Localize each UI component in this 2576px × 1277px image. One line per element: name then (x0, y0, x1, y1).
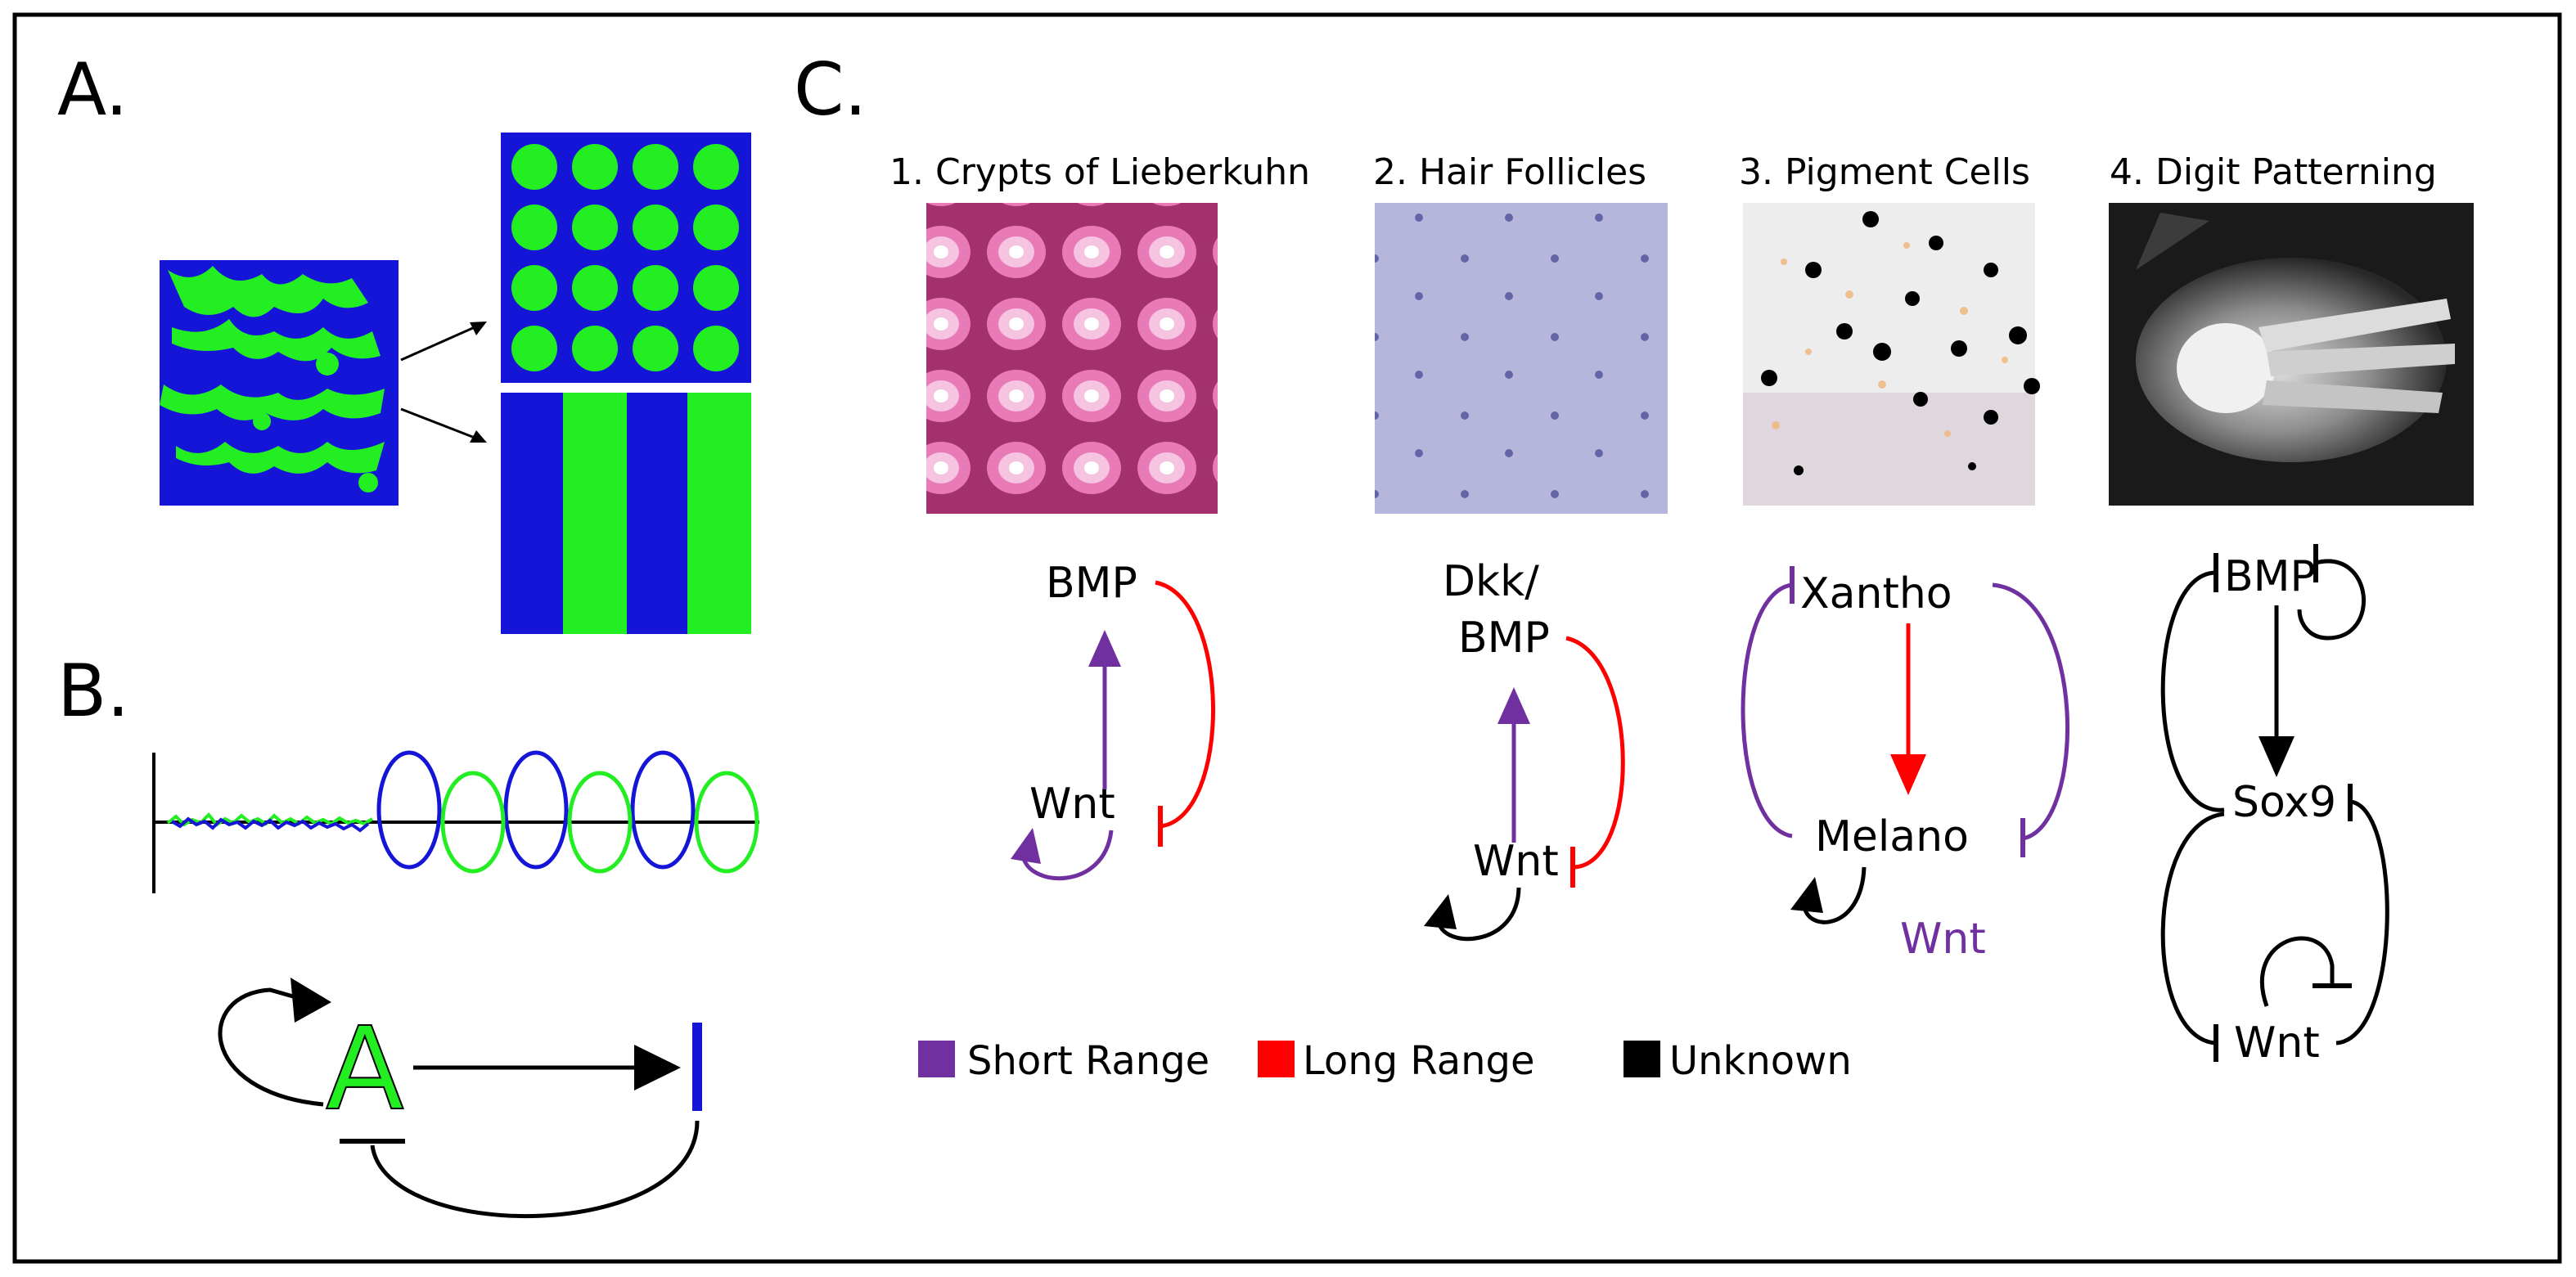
hair-bmp-inhibits-wnt (1565, 636, 1625, 870)
pigment-self-loop-head (1790, 877, 1823, 913)
pigment-melano-node: Melano (1815, 812, 1969, 861)
hair-wnt-to-bmp-head (1497, 687, 1530, 724)
panel-a: A. (57, 47, 751, 634)
legend-swatch-short-range (918, 1041, 955, 1077)
spots-pattern-image (501, 133, 751, 383)
legend-swatch-unknown (1624, 1041, 1660, 1077)
title-hair-follicles: 2. Hair Follicles (1373, 151, 1646, 193)
activator-inhibitor-network: A (218, 978, 702, 1219)
arrow-to-spots (400, 326, 475, 362)
panel-c-label: C. (794, 47, 867, 132)
crypts-wnt-node: Wnt (1029, 780, 1115, 829)
digit-patterning-image (2109, 203, 2474, 506)
crypts-wnt-self-loop (1020, 830, 1114, 881)
crypts-bmp-inhibits-wnt (1155, 580, 1215, 829)
title-pigment-cells: 3. Pigment Cells (1739, 151, 2030, 193)
crypts-wnt-to-bmp-head (1088, 630, 1121, 667)
panel-b-label: B. (57, 649, 129, 733)
activator-self-loop (218, 987, 324, 1107)
digit-bmp-self-loop (2297, 559, 2367, 641)
activation-arrow-head (634, 1045, 681, 1090)
panel-b: B. A (57, 649, 759, 1219)
digit-sox9-inhibits-bmp (2160, 570, 2225, 812)
pigment-cells-image (1743, 203, 2040, 506)
network-hair-follicles: Dkk/ BMP Wnt (1424, 557, 1625, 942)
oscillation-plot (152, 750, 759, 893)
pigment-left-inhibition (1741, 582, 1793, 839)
digit-wnt-self-loop (2259, 936, 2335, 1007)
noisy-pattern-image (160, 260, 399, 506)
pigment-melano-self-loop (1802, 866, 1867, 924)
hair-bmp-node: BMP (1458, 614, 1550, 663)
inhibitor-label (692, 1023, 702, 1111)
pigment-right-inhibition (1992, 582, 2070, 841)
crypts-image (926, 203, 1218, 514)
network-digit-patterning: BMP Sox9 Wnt (2160, 544, 2389, 1068)
pigment-xantho-node: Xantho (1800, 569, 1952, 618)
pigment-xantho-to-melano-head (1890, 754, 1926, 795)
legend-label-unknown: Unknown (1669, 1038, 1852, 1084)
digit-bmp-node: BMP (2224, 552, 2316, 601)
hair-wnt-self-loop (1436, 887, 1521, 942)
hair-wnt-node: Wnt (1473, 837, 1559, 886)
inhibitor-oscillation (376, 750, 696, 870)
hair-dkk-node: Dkk/ (1443, 557, 1539, 606)
inhibitor-noise-trace (170, 816, 370, 833)
hair-self-loop-head (1424, 894, 1457, 929)
digit-sox9-inhibits-wnt (2160, 812, 2225, 1045)
activator-self-loop-head (290, 978, 331, 1023)
arrow-to-stripes (400, 407, 475, 439)
digit-sox9-node: Sox9 (2232, 778, 2336, 827)
digit-bmp-to-sox9-head (2259, 736, 2295, 777)
crypts-bmp-node: BMP (1046, 559, 1137, 608)
stripes-pattern-image (501, 393, 751, 634)
crypts-self-loop-head (1011, 828, 1041, 864)
legend-label-long-range: Long Range (1303, 1038, 1535, 1084)
panel-a-label: A. (57, 47, 128, 132)
legend-label-short-range: Short Range (967, 1038, 1209, 1084)
legend: Short Range Long Range Unknown (918, 1038, 1852, 1084)
legend-swatch-long-range (1258, 1041, 1295, 1077)
digit-wnt-inhibits-sox9 (2335, 799, 2389, 1045)
inhibition-arc (370, 1120, 700, 1219)
network-crypts: BMP Wnt (1011, 559, 1215, 881)
title-digit-patterning: 4. Digit Patterning (2110, 151, 2437, 193)
digit-wnt-node: Wnt (2234, 1018, 2320, 1068)
pigment-wnt-label: Wnt (1900, 915, 1986, 964)
arrow-to-spots-head (470, 321, 487, 335)
hair-follicles-image (1375, 203, 1668, 514)
network-pigment-cells: Xantho Melano Wnt (1741, 566, 2070, 964)
activator-oscillation (440, 771, 759, 874)
arrow-to-stripes-head (470, 430, 487, 443)
title-crypts: 1. Crypts of Lieberkuhn (889, 151, 1310, 193)
panel-c: C. 1. Crypts of Lieberkuhn 2. Hair Folli… (794, 47, 2474, 1084)
activator-label: A (326, 1003, 404, 1136)
